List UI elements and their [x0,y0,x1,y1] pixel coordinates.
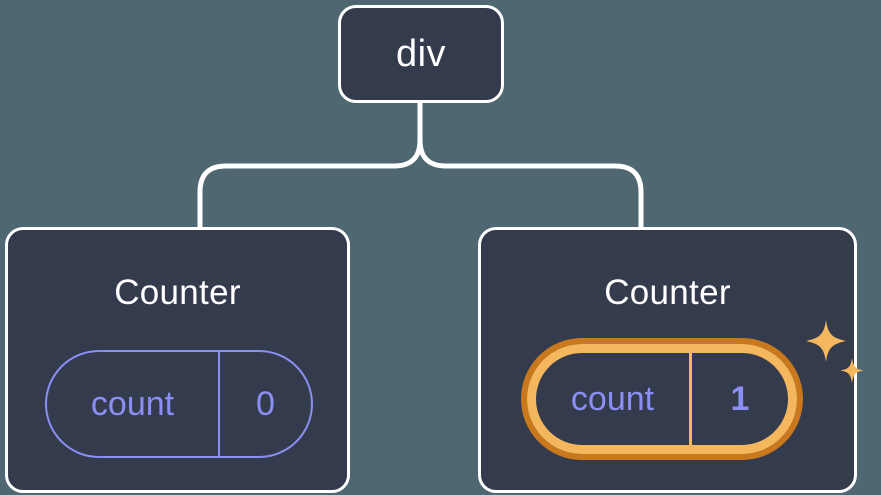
state-pill-right-outer-ring [521,338,803,460]
node-counter-right[interactable]: Counter count 1 [478,227,864,493]
sparkle-small-icon [840,358,864,383]
state-pill-right[interactable]: count 1 [521,338,803,460]
state-pill-left-body: count 0 [45,350,313,458]
node-counter-right-title: Counter [604,273,731,312]
node-counter-left[interactable]: Counter count 0 [5,227,350,493]
state-pill-left[interactable]: count 0 [45,350,313,458]
sparkle-large-icon [806,320,846,362]
state-key-right: count [536,353,692,445]
state-value-left: 0 [256,384,275,423]
node-div-label: div [395,32,447,75]
node-div[interactable]: div [338,5,504,103]
state-pill-right-inner-ring: count 1 [527,344,797,454]
state-value-right: 1 [730,379,750,418]
connector-branch-left [197,137,423,231]
node-counter-left-title: Counter [114,273,241,312]
state-key-left: count [47,352,220,456]
sparkles-group [806,320,864,383]
connector-branch-right [417,137,644,231]
